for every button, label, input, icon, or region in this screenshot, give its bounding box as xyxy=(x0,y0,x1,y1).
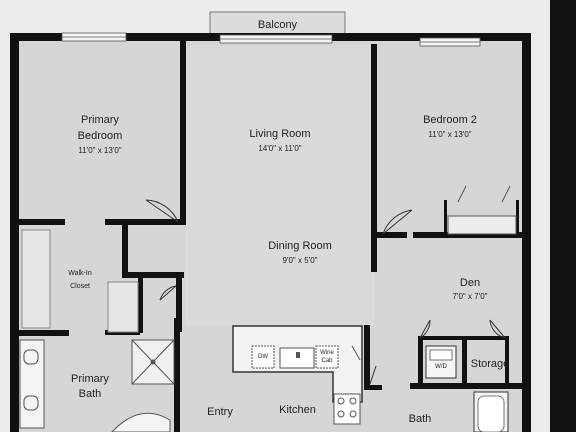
primary-bedroom-dimensions: 11'0" x 13'0" xyxy=(78,146,122,155)
windows xyxy=(61,32,481,47)
primary-bedroom-label-line2: Bedroom xyxy=(77,130,123,142)
den-dimensions: 7'0" x 7'0" xyxy=(452,292,488,301)
living-room-dimensions: 14'0" x 11'0" xyxy=(258,144,302,153)
kitchen-counter xyxy=(232,325,363,425)
walk-in-closet-label-line2: Closet xyxy=(70,283,90,290)
dishwasher-label: DW xyxy=(258,354,268,360)
primary-bath-fixtures xyxy=(19,339,175,432)
bedroom2-dimensions: 11'0" x 13'0" xyxy=(428,130,472,139)
washer-dryer-unit xyxy=(425,345,457,379)
living-room-label: Living Room xyxy=(249,128,311,140)
dining-room-label: Dining Room xyxy=(268,240,332,252)
bath-label: Bath xyxy=(408,413,432,425)
closet-shelves xyxy=(21,229,139,333)
entry-label: Entry xyxy=(207,406,233,418)
den-label: Den xyxy=(459,277,481,289)
primary-bedroom-label-line1: Primary xyxy=(81,114,119,126)
balcony-label: Balcony xyxy=(257,19,298,31)
storage-label: Storage xyxy=(470,358,510,370)
monitor-edge xyxy=(550,0,576,432)
primary-bath-label-line1: Primary xyxy=(71,373,109,385)
wine-cab-label-line2: Cab xyxy=(321,358,333,364)
washer-dryer-label: W/D xyxy=(435,364,447,370)
living-floor xyxy=(185,46,375,326)
dining-room-dimensions: 9'0" x 5'0" xyxy=(282,256,318,265)
kitchen-label: Kitchen xyxy=(279,404,316,416)
bedroom2-label: Bedroom 2 xyxy=(423,114,477,126)
bathtub xyxy=(473,391,509,432)
primary-bath-label-line2: Bath xyxy=(78,388,102,400)
bedroom2-closet-doors xyxy=(447,185,517,235)
wine-cab-label-line1: Wine xyxy=(320,350,334,356)
walk-in-closet-label-line1: Walk-In xyxy=(68,270,92,277)
